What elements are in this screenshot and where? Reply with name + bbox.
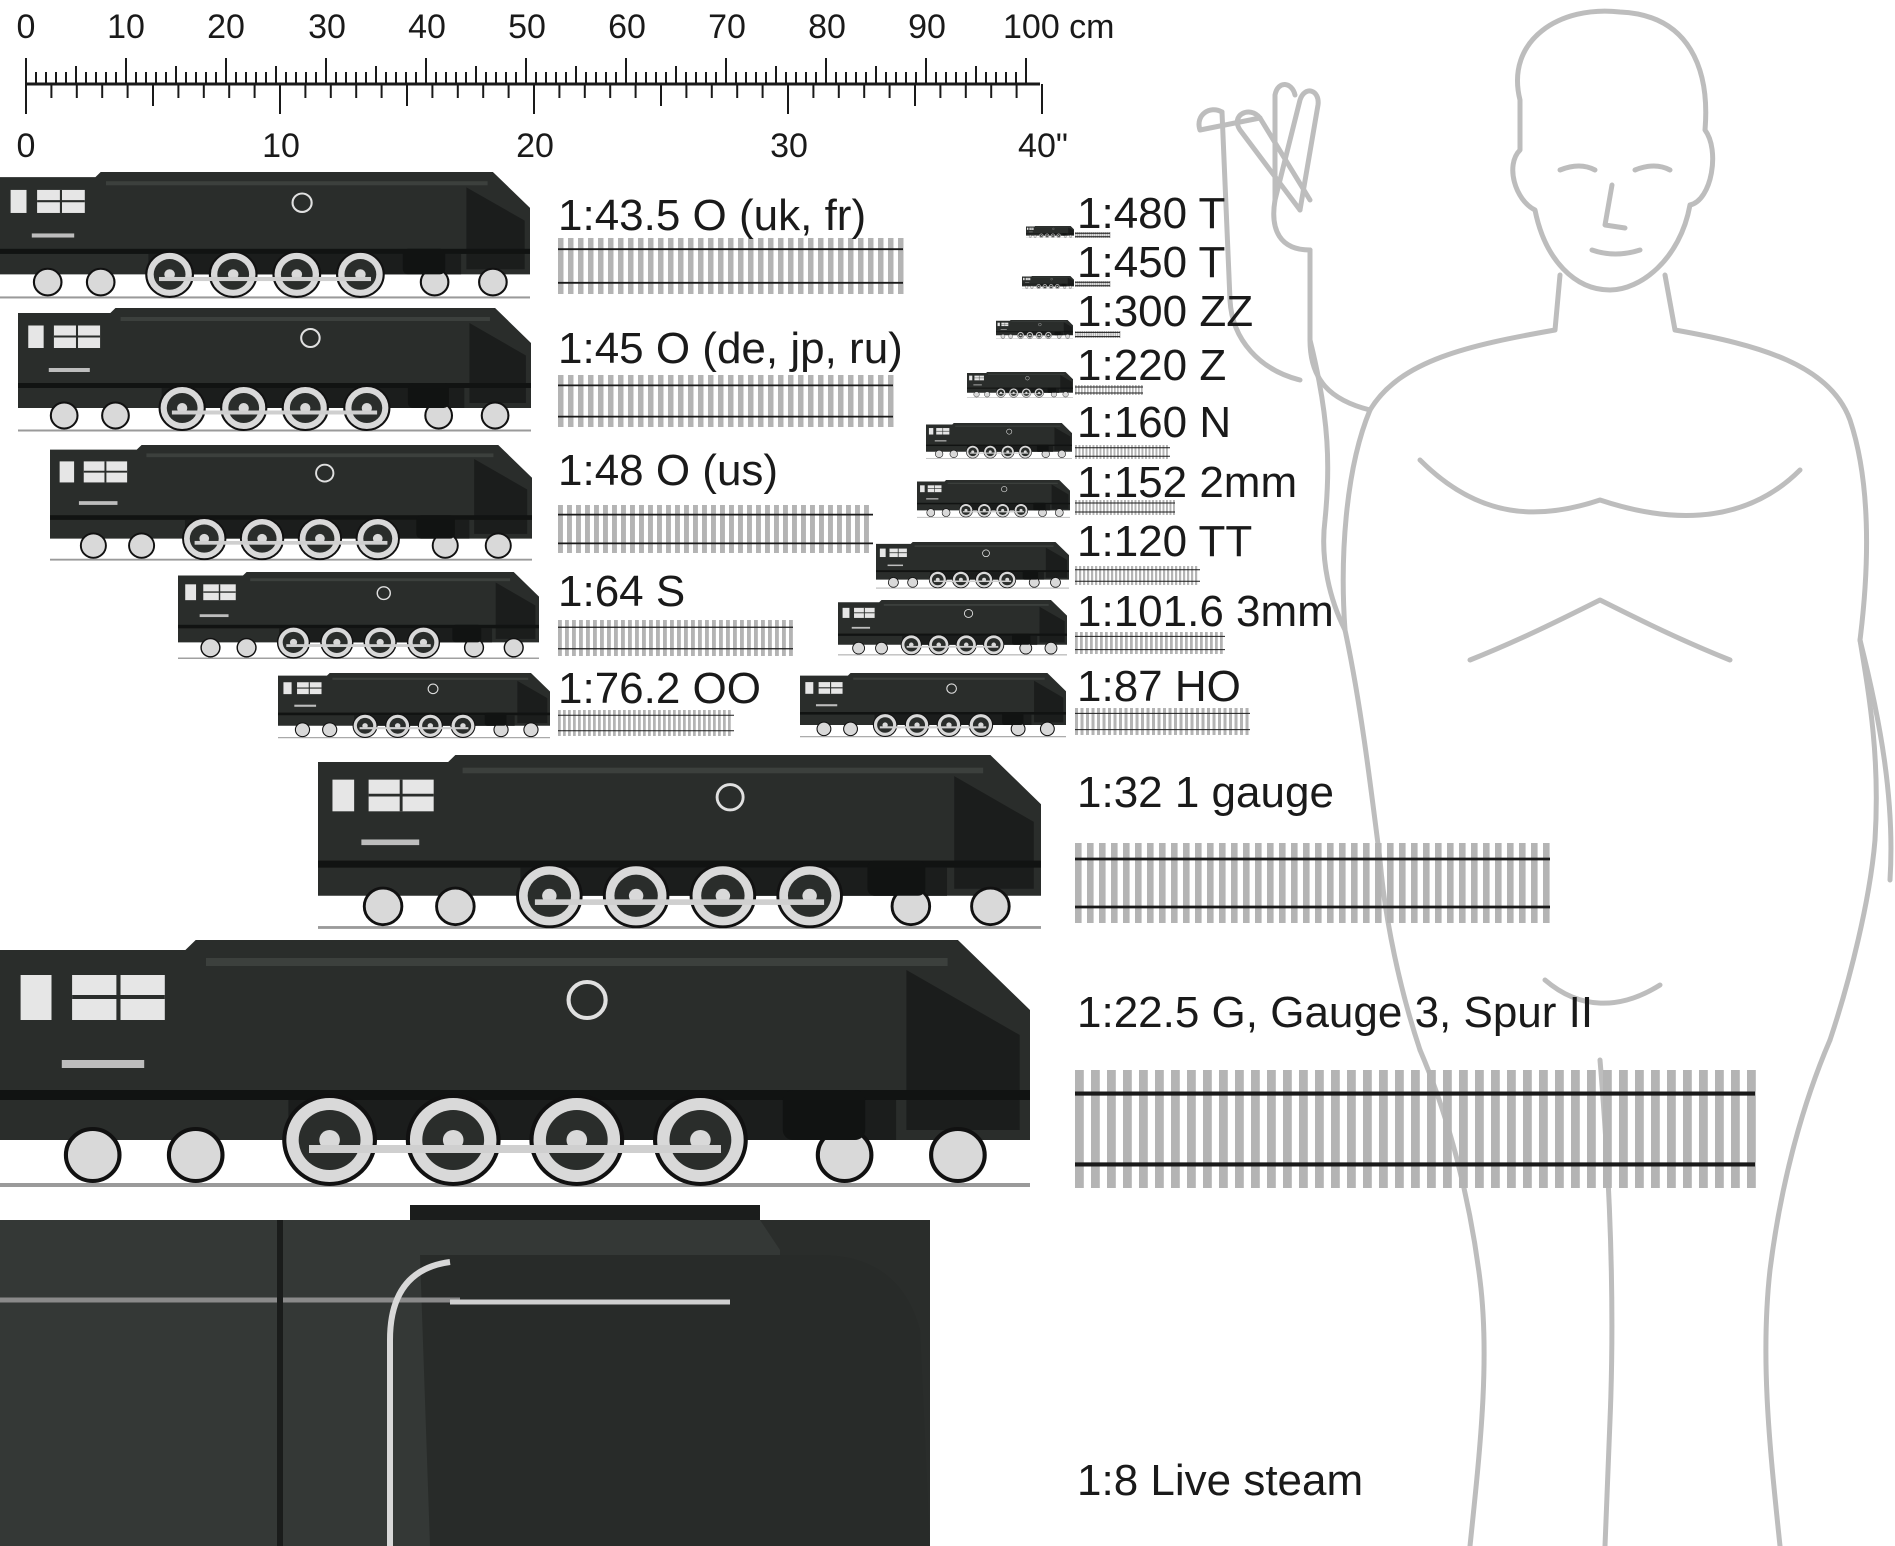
track-13 [1074,708,1250,735]
track-8 [1074,385,1143,395]
scale-label-1-87: 1:87 HO [1077,662,1241,711]
track-11 [1074,566,1200,585]
locomotive-1-220 [967,372,1073,398]
locomotive-1-101-6 [838,600,1067,656]
cm-label-70: 70 [708,8,746,46]
track-15 [1075,1070,1756,1188]
scale-label-1-160: 1:160 N [1077,398,1231,447]
track-14 [1075,843,1550,923]
track-4 [558,710,734,736]
locomotive-1-450 [1022,276,1074,289]
scale-label-1-152: 1:152 2mm [1077,458,1297,507]
cm-label-0: 0 [17,8,36,46]
locomotive-1-480 [1026,226,1074,238]
scale-label-1-300: 1:300 ZZ [1077,287,1253,336]
track-6 [1075,281,1111,287]
cm-label-90: 90 [908,8,946,46]
locomotive-1-120 [876,542,1069,589]
locomotive-1-160 [926,423,1072,459]
locomotive-1-32 [318,755,1041,931]
cm-label-40: 40 [408,8,446,46]
track-12 [1075,632,1225,654]
cm-label-60: 60 [608,8,646,46]
scale-label-1-120: 1:120 TT [1077,517,1252,566]
track-2 [557,505,873,553]
cm-label-50: 50 [508,8,546,46]
track-7 [1075,331,1121,338]
locomotive-1-64 [178,572,539,660]
locomotive-1-87 [800,673,1066,738]
cm-label-10: 10 [107,8,145,46]
scale-label-1-220: 1:220 Z [1077,341,1226,390]
locomotive-1-152 [917,480,1070,518]
cm-scale-labels: 0 10 20 30 40 50 60 70 80 90 100 cm [17,8,1115,46]
scale-label-1-8: 1:8 Live steam [1077,1456,1363,1505]
inch-label-0: 0 [17,127,36,165]
cm-label-80: 80 [808,8,846,46]
track-0 [558,238,904,294]
track-10 [1075,500,1175,515]
locomotive-1-45 [18,308,531,433]
track-9 [1075,445,1170,459]
scale-label-1-76-2: 1:76.2 OO [558,664,761,713]
locomotive-1-8-closeup [0,1205,930,1546]
cm-label-30: 30 [308,8,346,46]
locomotive-1-43-5 [0,172,530,300]
cm-scale-ticks [25,58,1027,84]
locomotive-group [0,172,1074,1187]
cm-label-100: 100 cm [1003,8,1115,46]
track-group [557,232,1756,1188]
scale-label-1-480: 1:480 T [1077,189,1225,238]
scale-label-1-64: 1:64 S [558,567,685,616]
inch-label-30: 30 [770,127,808,165]
scale-label-1-101-6: 1:101.6 3mm [1077,587,1334,636]
locomotive-1-48 [50,445,532,562]
scale-label-1-48: 1:48 O (us) [558,446,778,495]
track-1 [558,375,894,427]
inch-label-10: 10 [262,127,300,165]
locomotive-1-76-2 [278,673,550,739]
ruler: 0 10 20 30 40 50 60 70 80 90 100 cm 0 10… [17,8,1115,165]
inch-scale-labels: 0 10 20 30 40" [17,127,1068,165]
inch-label-20: 20 [516,127,554,165]
locomotive-1-300 [996,320,1073,339]
scale-label-1-22-5: 1:22.5 G, Gauge 3, Spur II [1077,988,1593,1037]
inch-scale-ticks [25,84,1043,114]
track-5 [1075,232,1111,238]
cm-label-20: 20 [207,8,245,46]
scale-label-1-450: 1:450 T [1077,238,1225,287]
track-3 [557,620,793,656]
scale-label-1-43-5: 1:43.5 O (uk, fr) [558,191,866,240]
scale-labels: 1:43.5 O (uk, fr) 1:45 O (de, jp, ru) 1:… [558,189,1593,1505]
locomotive-1-22-5 [0,940,1030,1187]
inch-label-40: 40" [1018,127,1068,165]
scale-label-1-45: 1:45 O (de, jp, ru) [558,324,903,373]
scale-label-1-32: 1:32 1 gauge [1077,768,1334,817]
